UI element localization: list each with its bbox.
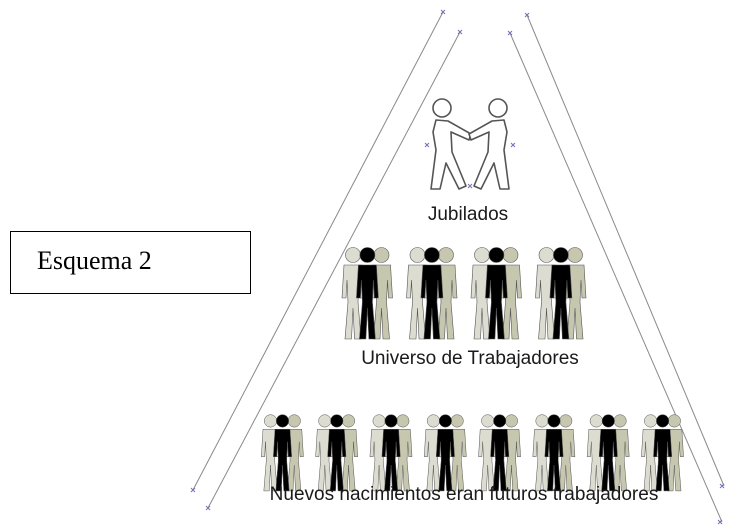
pyramid-right-inner-line [509, 32, 723, 523]
x-marker [424, 142, 430, 148]
retired-figures [430, 98, 510, 190]
tier-label-retired: Jubilados [428, 204, 508, 225]
x-marker [507, 30, 513, 36]
tier-label-workers: Universo de Trabajadores [361, 348, 579, 369]
x-marker [719, 483, 725, 489]
retired-person-left [430, 98, 472, 190]
person-group [478, 414, 522, 492]
person-group [641, 414, 684, 492]
person-group [470, 247, 522, 340]
x-marker [457, 29, 463, 35]
person-group [315, 414, 359, 492]
pyramid-left-inner-line [207, 31, 461, 509]
person-group [532, 414, 576, 492]
x-marker [190, 487, 196, 493]
pyramid-left-outer-line [192, 11, 444, 491]
x-marker [524, 12, 530, 18]
newborns-row [260, 414, 684, 492]
person-group [406, 247, 458, 340]
person-group [260, 414, 304, 492]
person-group [369, 414, 413, 492]
x-marker [510, 142, 516, 148]
person-group [423, 414, 467, 492]
x-marker [440, 9, 446, 15]
tier-label-newborns: Nuevos nacimientos eran futuros trabajad… [270, 484, 659, 505]
pyramid-right-outer-line [526, 14, 725, 487]
person-group [586, 414, 630, 492]
scheme-box: Esquema 2 [10, 231, 251, 294]
workers-row [341, 247, 587, 340]
retired-person-right [468, 98, 510, 190]
endpoint-markers [190, 9, 725, 525]
pyramid-outline [192, 11, 725, 523]
person-group [535, 247, 587, 340]
person-group [341, 247, 393, 340]
scheme-label: Esquema 2 [37, 246, 152, 275]
x-marker [717, 519, 723, 525]
x-marker [205, 505, 211, 511]
x-marker [467, 183, 473, 189]
